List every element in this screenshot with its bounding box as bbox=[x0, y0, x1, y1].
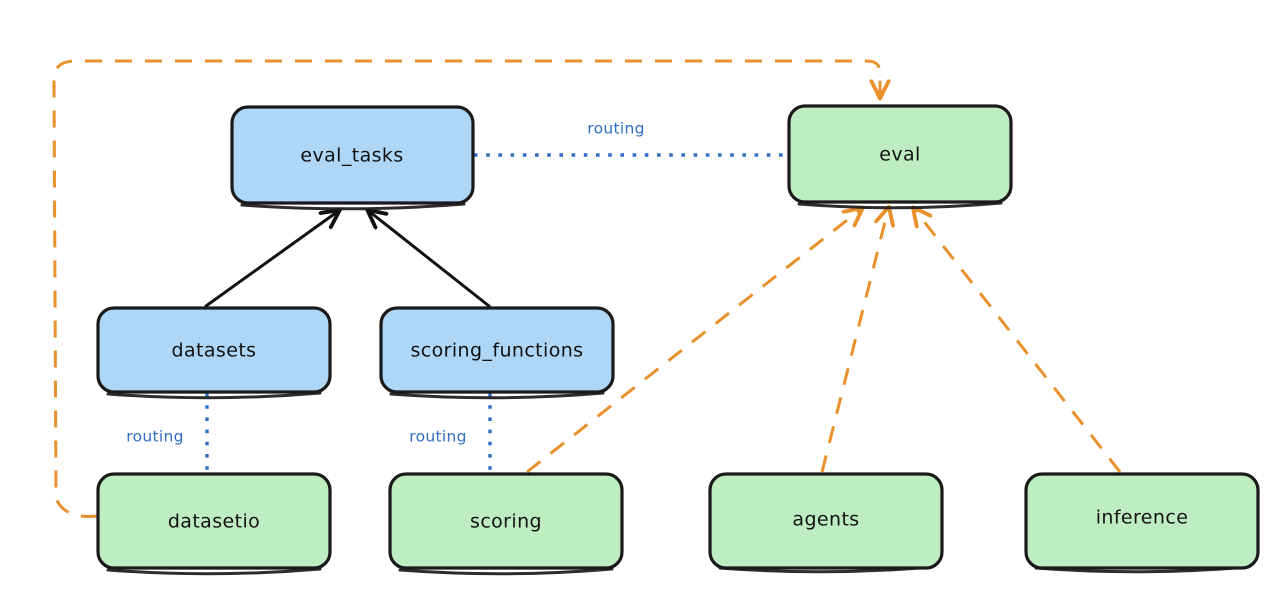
node-eval-shape bbox=[787, 104, 1013, 204]
node-inference-label: inference bbox=[1096, 507, 1189, 529]
node-datasets-shadow bbox=[106, 391, 322, 400]
node-inference-shape bbox=[1024, 472, 1260, 570]
node-datasetio-shadow bbox=[106, 567, 322, 576]
node-datasets[interactable]: datasets bbox=[96, 306, 332, 400]
node-scoring[interactable]: scoring bbox=[388, 472, 624, 576]
node-scoring_functions-shape bbox=[379, 306, 615, 394]
node-scoring-shadow bbox=[398, 567, 614, 576]
node-agents-label: agents bbox=[792, 509, 859, 531]
node-inference[interactable]: inference bbox=[1024, 472, 1260, 574]
node-scoring_functions-label: scoring_functions bbox=[411, 340, 584, 362]
edge-label-routing-scoring: routing bbox=[409, 428, 467, 446]
dependency-edges-group bbox=[52, 59, 1122, 518]
edge-scoring-eval bbox=[526, 210, 860, 474]
edge-datasetio-eval bbox=[52, 59, 880, 518]
node-scoring_functions[interactable]: scoring_functions bbox=[379, 306, 615, 400]
edge-datasets-eval_tasks bbox=[204, 212, 337, 308]
node-eval_tasks-shape bbox=[230, 105, 475, 205]
node-agents-shape bbox=[708, 472, 944, 570]
node-datasets-shape bbox=[96, 306, 332, 394]
edge-label-routing-datasetio: routing bbox=[126, 428, 184, 446]
edge-label-routing-eval: routing bbox=[587, 120, 645, 138]
node-datasetio-shape bbox=[96, 472, 332, 570]
node-eval_tasks-label: eval_tasks bbox=[300, 145, 403, 167]
node-scoring_functions-shadow bbox=[389, 391, 605, 400]
edge-agents-eval bbox=[820, 210, 888, 473]
node-datasets-label: datasets bbox=[172, 340, 257, 362]
node-datasetio[interactable]: datasetio bbox=[96, 472, 332, 576]
edge-inference-eval bbox=[915, 210, 1122, 473]
node-eval-shadow bbox=[797, 201, 1003, 210]
node-scoring-shape bbox=[388, 472, 624, 570]
edge-scoring_functions-eval_tasks bbox=[370, 212, 491, 308]
node-agents[interactable]: agents bbox=[708, 472, 944, 574]
node-eval[interactable]: eval bbox=[787, 104, 1013, 210]
node-eval-label: eval bbox=[879, 144, 920, 166]
node-scoring-label: scoring bbox=[470, 511, 542, 533]
edge-labels-group: routing routing routing bbox=[126, 120, 645, 446]
composition-edges-group bbox=[204, 212, 491, 308]
routing-edges-group bbox=[205, 153, 787, 473]
node-eval_tasks-shadow bbox=[240, 202, 466, 211]
node-datasetio-label: datasetio bbox=[168, 511, 260, 533]
node-eval_tasks[interactable]: eval_tasks bbox=[230, 105, 475, 211]
